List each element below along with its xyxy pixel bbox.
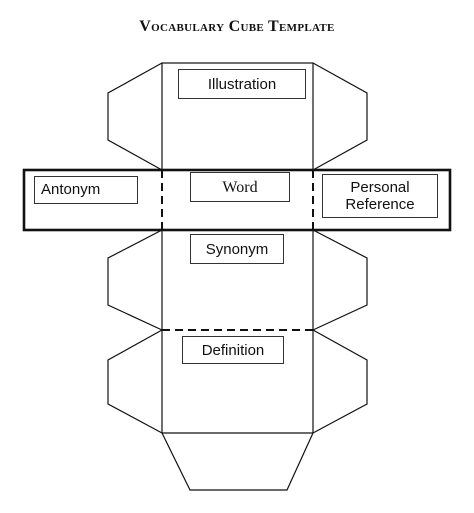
- illustration-label: Illustration: [178, 69, 306, 99]
- right-tab-middle: [312, 229, 368, 331]
- definition-label: Definition: [182, 336, 284, 364]
- left-tab-middle: [107, 229, 163, 331]
- right-tab-top: [312, 62, 368, 171]
- right-tab-lower: [312, 329, 368, 434]
- word-label: Word: [190, 172, 290, 202]
- left-tab-top: [107, 62, 163, 171]
- page-title: Vocabulary Cube Template: [139, 18, 335, 35]
- antonym-label: Antonym: [34, 176, 138, 204]
- personal-reference-label: Personal Reference: [322, 174, 438, 218]
- left-tab-lower: [107, 329, 163, 434]
- bottom-tab: [161, 432, 314, 491]
- middle-row: [22, 168, 452, 232]
- synonym-label: Synonym: [190, 234, 284, 264]
